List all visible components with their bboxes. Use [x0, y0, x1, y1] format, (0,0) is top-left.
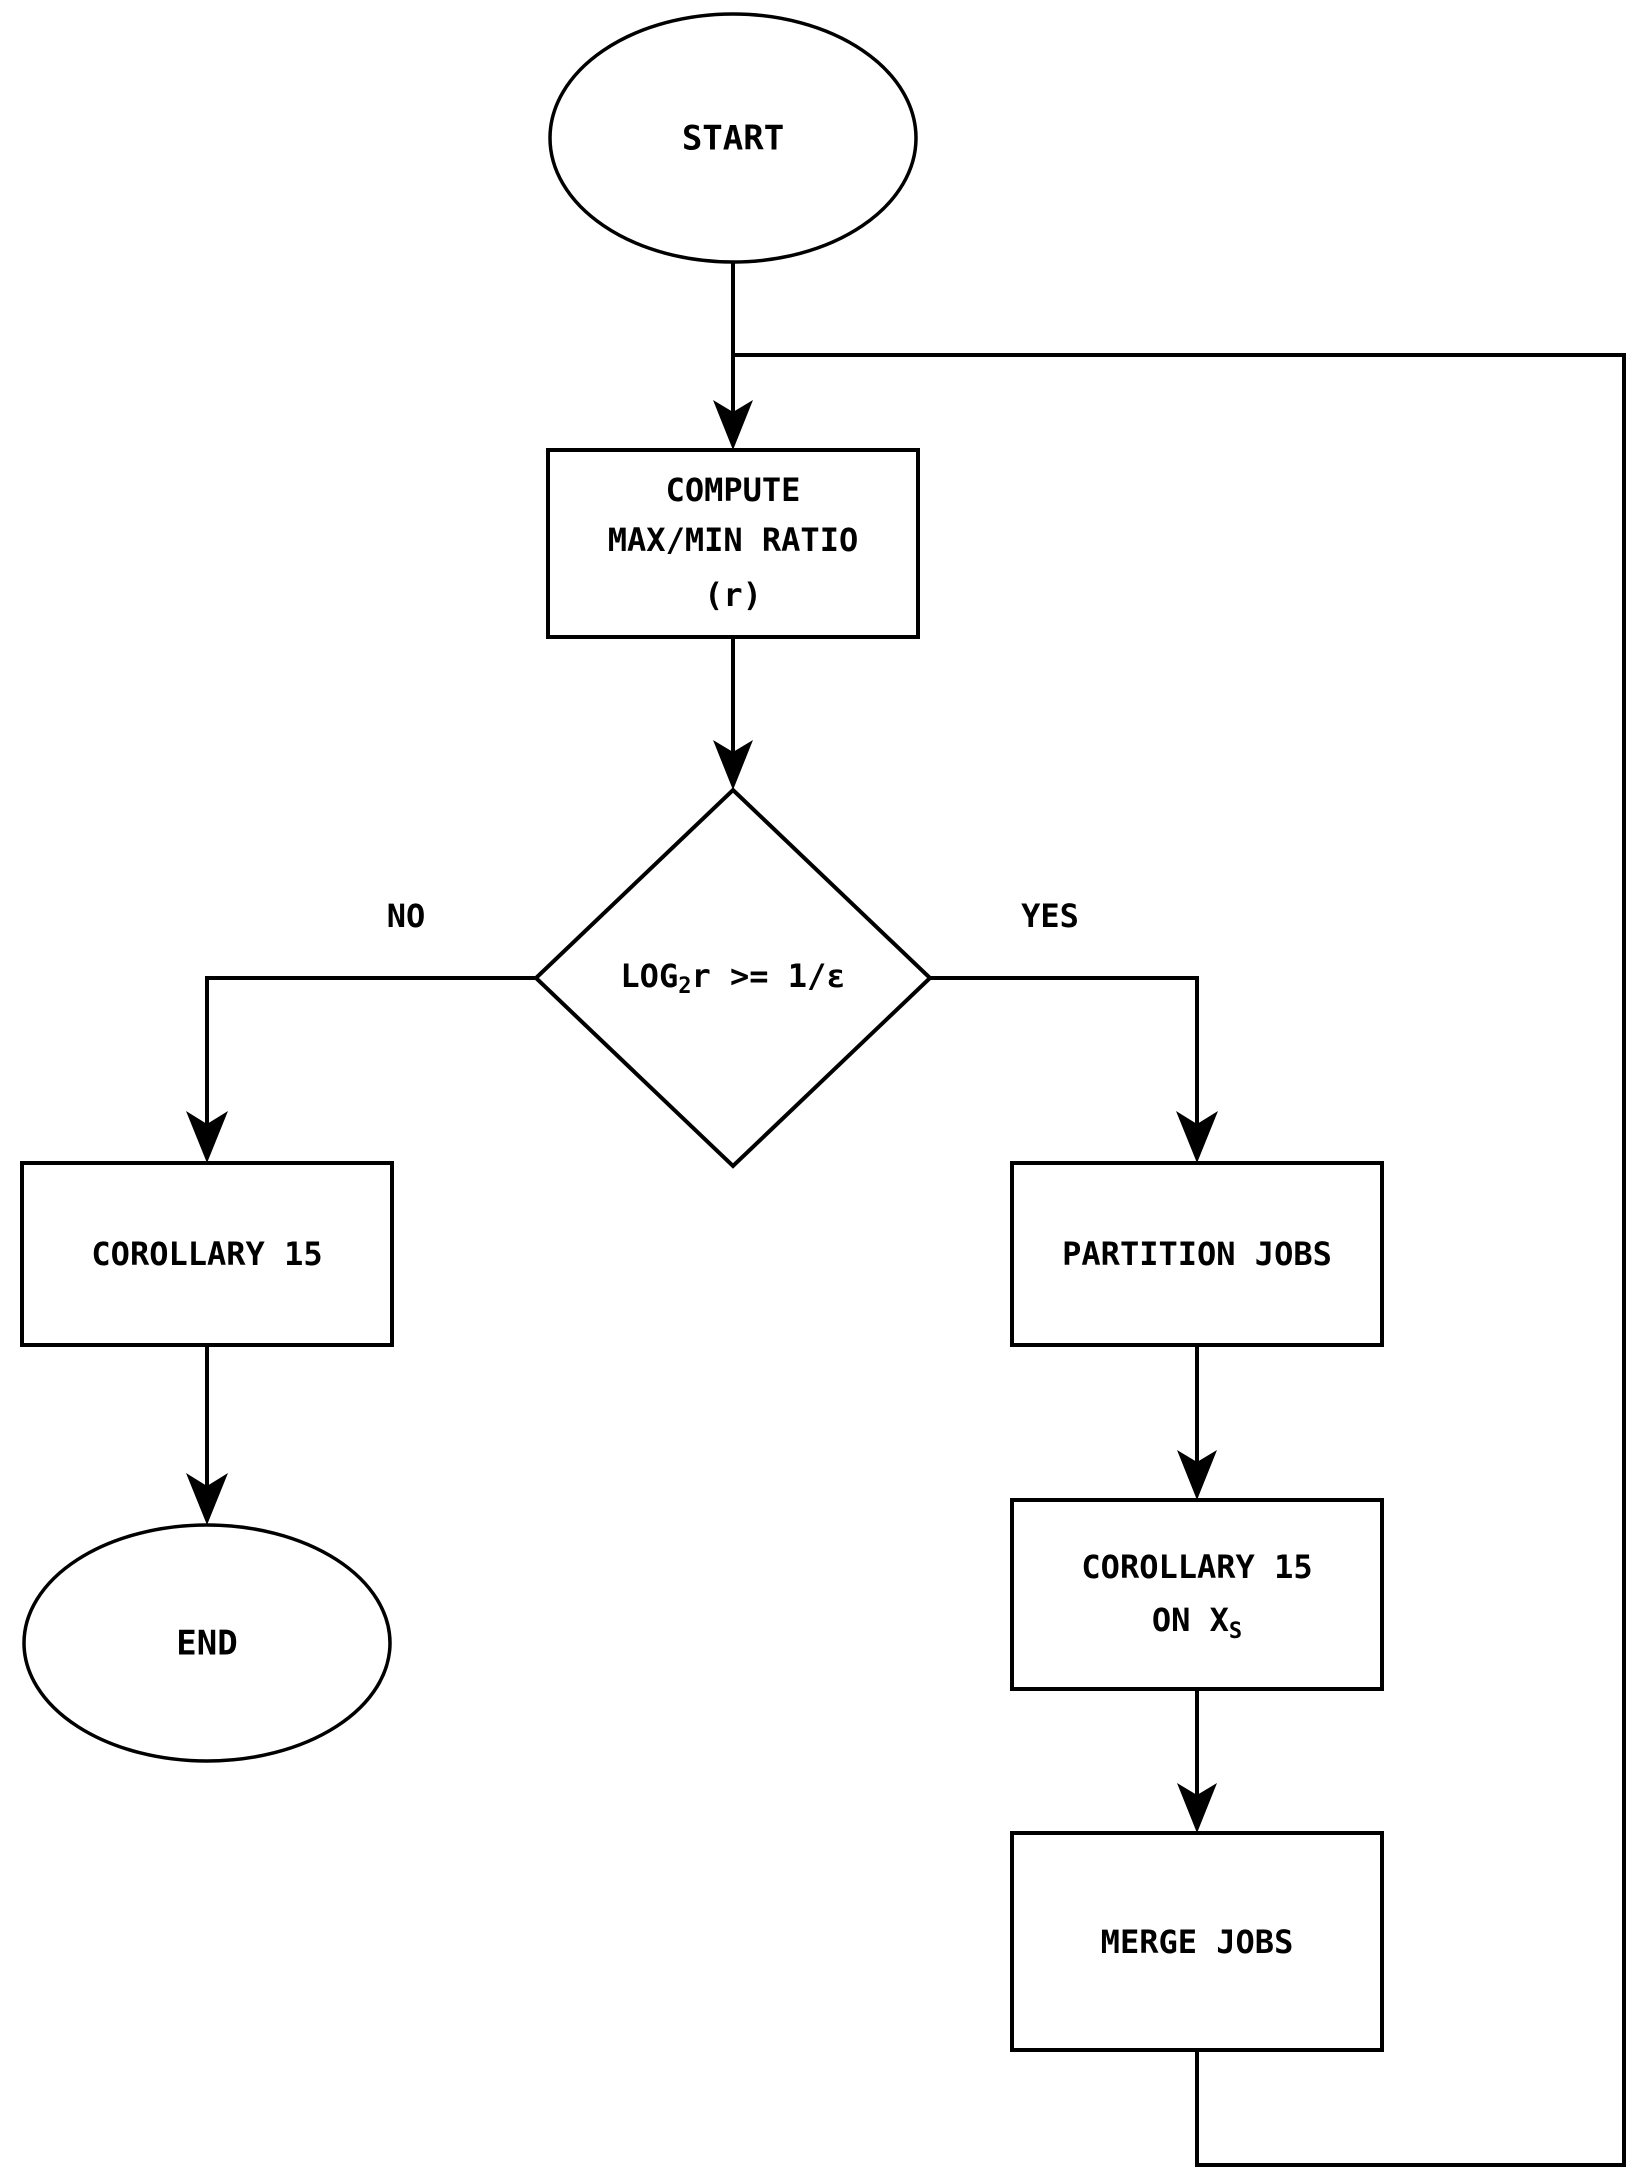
node-corollary-15-xs-line-1: COROLLARY 15	[1081, 1548, 1312, 1586]
edge-corollary-xs-to-merge	[1177, 1689, 1217, 1833]
edge-decision-yes	[930, 976, 1218, 1163]
edge-start-to-compute	[713, 262, 753, 450]
node-partition-jobs-label: PARTITION JOBS	[1062, 1235, 1332, 1273]
node-corollary-15-xs-line-2: ON XS	[1152, 1601, 1242, 1644]
node-compute-ratio-line-1: COMPUTE	[666, 471, 801, 509]
node-partition-jobs[interactable]: PARTITION JOBS	[1010, 1161, 1384, 1347]
node-end[interactable]: END	[22, 1523, 392, 1763]
node-corollary-15-xs[interactable]: COROLLARY 15 ON XS	[1010, 1498, 1384, 1691]
edge-compute-to-decision	[713, 637, 753, 790]
edge-decision-no	[186, 976, 536, 1163]
edge-label-no: NO	[387, 897, 426, 935]
node-compute-ratio[interactable]: COMPUTE MAX/MIN RATIO (r)	[546, 448, 920, 639]
edge-label-yes: YES	[1021, 897, 1079, 935]
node-compute-ratio-line-2: MAX/MIN RATIO	[608, 521, 858, 559]
decision-expr-prefix: LOG	[620, 957, 678, 995]
node-merge-jobs[interactable]: MERGE JOBS	[1010, 1831, 1384, 2052]
node-end-label: END	[176, 1624, 237, 1664]
node-corollary-15[interactable]: COROLLARY 15	[20, 1161, 394, 1347]
node-start[interactable]: START	[548, 12, 918, 264]
corollary-xs-subscript: S	[1229, 1619, 1242, 1644]
node-decision-log[interactable]: LOG2r >= 1/ε	[533, 787, 933, 1169]
node-compute-ratio-line-3: (r)	[704, 576, 762, 614]
node-decision-log-expression: LOG2r >= 1/ε	[620, 957, 845, 999]
edge-corollary-to-end	[186, 1345, 228, 1525]
node-start-label: START	[682, 119, 784, 159]
node-corollary-15-label: COROLLARY 15	[91, 1235, 322, 1273]
edge-merge-loopback	[733, 353, 1626, 2167]
node-merge-jobs-label: MERGE JOBS	[1101, 1923, 1294, 1961]
decision-expr-subscript: 2	[678, 974, 691, 999]
corollary-xs-prefix: ON X	[1152, 1601, 1229, 1639]
edge-partition-to-corollary-xs	[1177, 1345, 1217, 1500]
decision-expr-suffix: r >= 1/ε	[691, 957, 845, 995]
